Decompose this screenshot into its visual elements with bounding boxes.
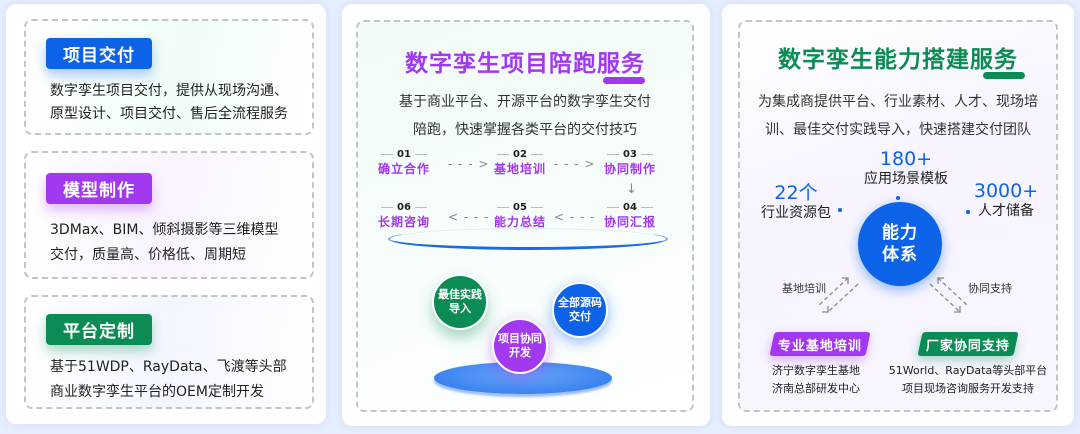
dashed-arrows-icon (817, 277, 969, 313)
service-card-model-making: 模型制作 3DMax、BIM、倾斜摄影等三维模型 交付，质量高、价格低、周期短 (24, 151, 314, 279)
accompany-service-section: 数字孪生项目陪跑服务 基于商业平台、开源平台的数字孪生交付 陪跑，快速掌握各类平… (356, 20, 694, 412)
tag-model-making: 模型制作 (46, 173, 152, 204)
capability-system-core: 能力体系 (858, 202, 942, 286)
card-desc-line: 基于51WDP、RayData、飞渡等头部 (50, 359, 287, 375)
section-subtitle-line: 基于商业平台、开源平台的数字孪生交付 (399, 94, 651, 110)
section-subtitle-line: 为集成商提供平台、行业素材、人才、现场培 (758, 94, 1038, 110)
pillar-desc-line: 济南总部研发中心 (772, 382, 860, 395)
bubble-source-code: 全部源码交付 (552, 282, 608, 338)
platform-ring (388, 228, 668, 250)
bubble-collab-dev: 项目协同开发 (492, 318, 548, 374)
dot-icon (966, 210, 970, 214)
bubble-best-practice: 最佳实践导入 (432, 274, 488, 330)
pillar-desc-line: 项目现场咨询服务开发支持 (902, 382, 1034, 395)
card-desc-line: 3DMax、BIM、倾斜摄影等三维模型 (50, 222, 279, 238)
middle-panel: 数字孪生项目陪跑服务 基于商业平台、开源平台的数字孪生交付 陪跑，快速掌握各类平… (342, 4, 710, 426)
section-title: 数字孪生项目陪跑服务 (405, 51, 645, 77)
process-step-01: 01 确立合作 (364, 149, 444, 177)
dot-icon (896, 196, 900, 200)
arrow-left-icon: < - - - (448, 210, 490, 224)
link-label-base-training: 基地培训 (782, 282, 826, 295)
section-subtitle-line: 训、最佳交付实践导入，快速搭建交付团队 (765, 122, 1031, 138)
dot-icon (838, 208, 842, 212)
tag-base-training: 专业基地培训 (769, 332, 871, 356)
tag-vendor-support: 厂家协同支持 (917, 332, 1019, 356)
pillar-desc-line: 51World、RayData等头部平台 (888, 364, 1048, 377)
arrow-right-icon: - - - > (448, 157, 490, 171)
section-subtitle-line: 陪跑，快速掌握各类平台的交付技巧 (413, 122, 637, 138)
tag-platform-customization: 平台定制 (46, 314, 152, 345)
link-label-collab-support: 协同支持 (968, 282, 1012, 295)
right-panel: 数字孪生能力搭建服务 为集成商提供平台、行业素材、人才、现场培 训、最佳交付实践… (722, 4, 1074, 426)
process-step-02: 02 基地培训 (480, 149, 560, 177)
stat-resource-packs: 22个 行业资源包 (761, 182, 831, 221)
card-desc-line: 商业数字孪生平台的OEM定制开发 (50, 384, 264, 400)
service-card-platform-customization: 平台定制 基于51WDP、RayData、飞渡等头部 商业数字孪生平台的OEM定… (24, 295, 314, 409)
title-underline (603, 77, 645, 84)
stat-talent-reserve: 3000+ 人才储备 (973, 180, 1039, 219)
card-desc-line: 原型设计、项目交付、售后全流程服务 (50, 106, 288, 122)
capability-service-section: 数字孪生能力搭建服务 为集成商提供平台、行业素材、人才、现场培 训、最佳交付实践… (738, 20, 1058, 412)
process-step-04: 04 协同汇报 (590, 202, 670, 230)
arrow-down-icon: ↓ (626, 182, 638, 197)
process-step-03: 03 协同制作 (590, 149, 670, 177)
card-desc-line: 交付，质量高、价格低、周期短 (50, 247, 246, 263)
stat-scene-templates: 180+ 应用场景模板 (864, 148, 948, 187)
process-step-06: 06 长期咨询 (364, 202, 444, 230)
card-desc-line: 数字孪生项目交付，提供从现场沟通、 (50, 83, 288, 99)
left-panel: 项目交付 数字孪生项目交付，提供从现场沟通、 原型设计、项目交付、售后全流程服务… (6, 4, 326, 424)
title-underline (983, 72, 1025, 79)
arrow-right-icon: - - - > (554, 157, 596, 171)
arrow-left-icon: < - - - (554, 210, 596, 224)
process-step-05: 05 能力总结 (480, 202, 560, 230)
service-card-project-delivery: 项目交付 数字孪生项目交付，提供从现场沟通、 原型设计、项目交付、售后全流程服务 (24, 19, 314, 135)
tag-project-delivery: 项目交付 (46, 38, 152, 69)
pillar-desc-line: 济宁数字孪生基地 (772, 364, 860, 377)
section-title: 数字孪生能力搭建服务 (778, 47, 1018, 73)
